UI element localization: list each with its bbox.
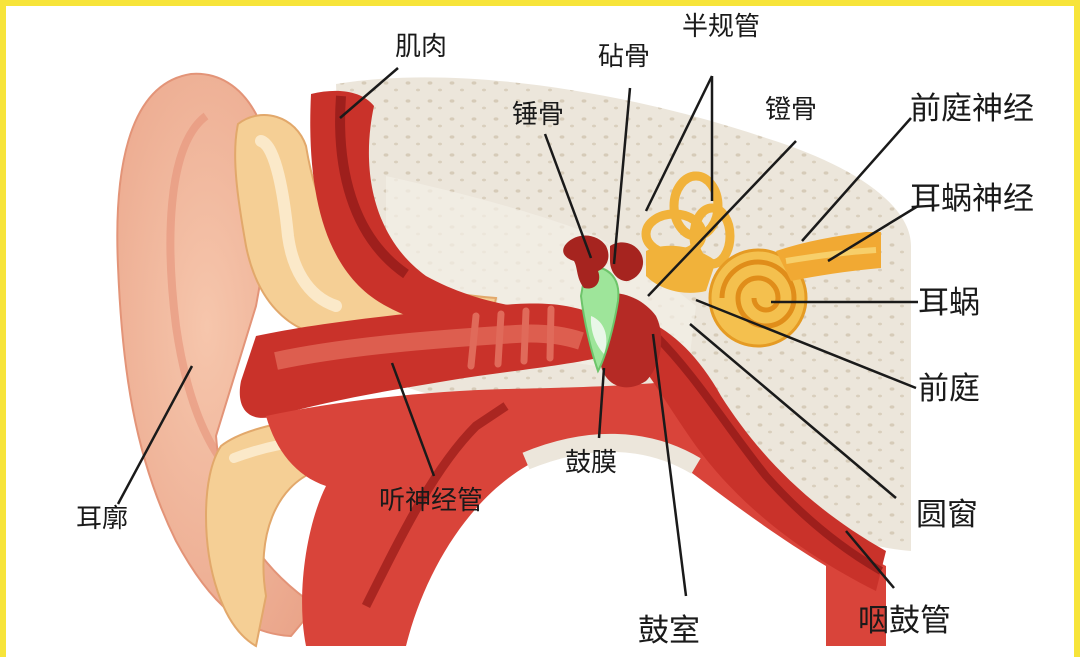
nerve-bundle-highlight	[785, 247, 877, 264]
label-incus: 砧骨	[598, 42, 651, 72]
label-eardrum: 鼓膜	[565, 448, 618, 478]
label-muscle: 肌肉	[395, 32, 448, 62]
eardrum-shape	[579, 266, 620, 374]
bottom-white-area	[406, 443, 826, 646]
label-auricle: 耳廓	[76, 504, 129, 534]
muscle-band	[310, 90, 546, 336]
lower-red-fold	[361, 402, 509, 609]
label-cochlear-nerve: 耳蜗神经	[910, 181, 1034, 217]
ear-canal-inner	[274, 324, 584, 370]
auricle-fold	[166, 112, 237, 479]
label-tympanic-cavity: 鼓室	[638, 613, 700, 649]
label-vestibule: 前庭	[918, 371, 980, 407]
label-vestibular-nerve: 前庭神经	[910, 91, 1034, 127]
label-cochlea: 耳蜗	[918, 285, 980, 321]
eardrum-white	[590, 316, 607, 354]
incus-shape	[610, 242, 644, 282]
bottom-bone-edge	[522, 433, 701, 474]
label-malleus: 锤骨	[512, 100, 565, 130]
muscle-dark	[335, 95, 409, 279]
leader-lines	[116, 67, 919, 597]
label-semicircular-canals: 半规管	[682, 12, 761, 42]
malleus-shape	[563, 235, 609, 289]
label-round-window: 圆窗	[916, 497, 978, 533]
label-eustachian-tube: 咽鼓管	[858, 603, 951, 639]
label-stapes: 镫骨	[765, 95, 818, 125]
label-auditory-nerve-canal: 听神经管	[379, 486, 484, 516]
ear-illustration	[116, 67, 919, 648]
cartilage-upper-highlight	[255, 135, 342, 312]
ear-canal-grooves	[467, 305, 555, 370]
eustachian-tube-dark	[653, 333, 883, 575]
